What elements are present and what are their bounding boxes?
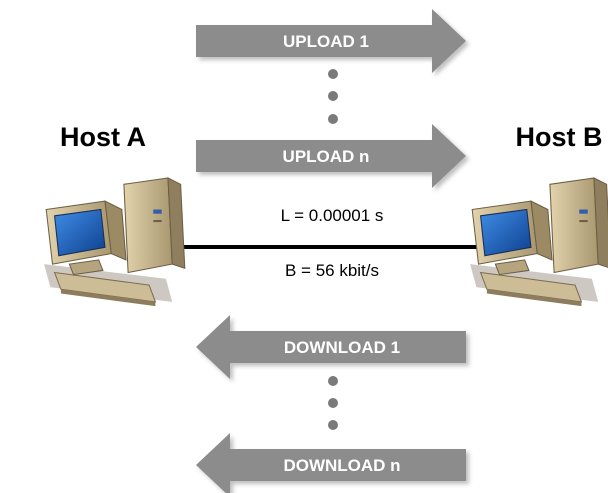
upload-ellipsis <box>328 69 338 124</box>
ellipsis-dot <box>328 398 338 408</box>
download-ellipsis <box>328 376 338 430</box>
ellipsis-dot <box>328 114 338 124</box>
download-arrow-label: DOWNLOAD 1 <box>284 338 400 357</box>
upload-arrow-2: UPLOAD n <box>196 124 466 188</box>
host-b-computer-icon <box>469 177 608 307</box>
download-arrow-shape <box>196 315 466 379</box>
download-arrow-shape <box>196 433 466 493</box>
upload-arrow-label: UPLOAD 1 <box>283 32 369 51</box>
host-a-label: Host A <box>60 122 146 152</box>
ellipsis-dot <box>328 420 338 430</box>
upload-arrow-shape <box>196 9 466 73</box>
host-b-label: Host B <box>516 122 603 152</box>
download-arrow-1: DOWNLOAD 1 <box>196 315 466 379</box>
host-a-computer-icon <box>43 177 186 307</box>
ellipsis-dot <box>328 91 338 101</box>
download-arrow-2: DOWNLOAD n <box>196 433 466 493</box>
upload-arrow-1: UPLOAD 1 <box>196 9 466 73</box>
upload-arrow-shape <box>196 124 466 188</box>
ellipsis-dot <box>328 376 338 386</box>
bandwidth-label: B = 56 kbit/s <box>285 261 379 280</box>
upload-arrow-label: UPLOAD n <box>283 147 370 166</box>
latency-label: L = 0.00001 s <box>281 206 384 225</box>
download-arrow-label: DOWNLOAD n <box>283 456 400 475</box>
ellipsis-dot <box>328 69 338 79</box>
